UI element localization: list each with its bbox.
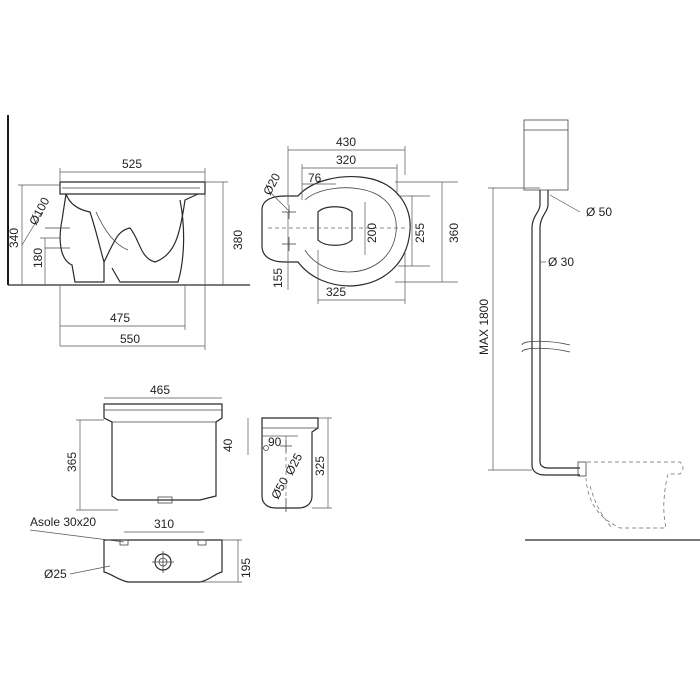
pipe-connector <box>577 461 587 477</box>
dim-top-hole-spacing: 155 <box>271 268 285 288</box>
dim-cistern-top-width: 310 <box>154 517 174 531</box>
dim-cistern-side-top: 40 <box>221 438 235 452</box>
cistern-side-view: 40 90 Ø25 Ø50 325 <box>221 417 332 512</box>
inlet-hole <box>263 445 269 451</box>
top-view: 430 320 76 Ø20 200 255 360 155 325 <box>260 135 461 304</box>
dim-side-height: 340 <box>7 228 21 248</box>
dim-cistern-slots: Asole 30x20 <box>30 515 96 529</box>
dim-cistern-side-pipe: 90 <box>268 435 282 449</box>
side-bowl-front <box>111 199 185 283</box>
slot-leader <box>29 529 125 543</box>
side-bowl-rear <box>59 193 105 283</box>
side-trap <box>103 193 199 263</box>
dim-top-overall-height: 360 <box>447 223 461 243</box>
cistern-front-view: 465 365 <box>65 383 223 511</box>
pipe-top-leader <box>549 194 581 213</box>
top-seat-ring <box>304 187 397 273</box>
elevated-cistern <box>523 119 569 191</box>
cistern-front-outline <box>103 403 223 501</box>
pipe-clamp <box>521 340 571 353</box>
dim-side-top-width: 525 <box>122 157 142 171</box>
cistern-top-view: Asole 30x20 310 Ø25 195 <box>29 515 253 583</box>
dim-flush-top-diameter: Ø 50 <box>586 205 612 219</box>
outlet-leader <box>21 211 43 246</box>
dim-top-overall-width: 430 <box>336 135 356 149</box>
slot-left <box>119 539 129 546</box>
dim-side-outlet-height: 180 <box>31 248 45 268</box>
hole-leader <box>69 565 111 575</box>
flush-pipe-right <box>539 190 580 469</box>
dim-cistern-side-outlet: Ø50 <box>268 475 291 502</box>
dim-side-rim-height: 380 <box>231 230 245 250</box>
dim-flush-max-height: MAX 1800 <box>477 299 491 355</box>
hole-leader <box>269 191 291 213</box>
cistern-outlet <box>157 496 173 504</box>
dim-cistern-height: 365 <box>65 452 79 472</box>
side-view: 525 340 Ø100 180 380 475 550 <box>7 115 250 350</box>
dim-top-seat-width: 320 <box>336 153 356 167</box>
dim-top-base-width: 325 <box>326 285 346 299</box>
dim-top-seat-depth: 255 <box>413 223 427 243</box>
dim-top-bowl-height: 200 <box>365 223 379 243</box>
top-outer <box>261 175 411 287</box>
dim-cistern-side-height: 325 <box>313 456 327 476</box>
side-trap-inner <box>95 211 129 251</box>
dim-flush-pipe-diameter: Ø 30 <box>548 255 574 269</box>
dim-cistern-depth: 195 <box>239 558 253 578</box>
dim-side-outlet-diameter: Ø100 <box>26 195 52 228</box>
dim-top-hole-diameter: Ø20 <box>260 171 283 198</box>
dim-side-depth: 550 <box>120 332 140 346</box>
toilet-silhouette-inner <box>589 485 613 529</box>
top-inner-bowl <box>317 206 353 246</box>
dim-top-hole-offset: 76 <box>308 171 322 185</box>
cistern-side-outline <box>261 417 319 509</box>
dim-side-base-width: 475 <box>110 311 130 325</box>
slot-right <box>197 539 207 546</box>
dim-cistern-side-inlet: Ø25 <box>282 451 305 478</box>
toilet-silhouette <box>580 461 684 529</box>
dim-cistern-top-hole: Ø25 <box>44 567 67 581</box>
dim-cistern-width: 465 <box>150 383 170 397</box>
flush-pipe-view: MAX 1800 Ø 50 Ø 30 <box>477 119 700 541</box>
outlet-pipe <box>45 227 70 249</box>
flush-pipe-left <box>531 190 580 476</box>
